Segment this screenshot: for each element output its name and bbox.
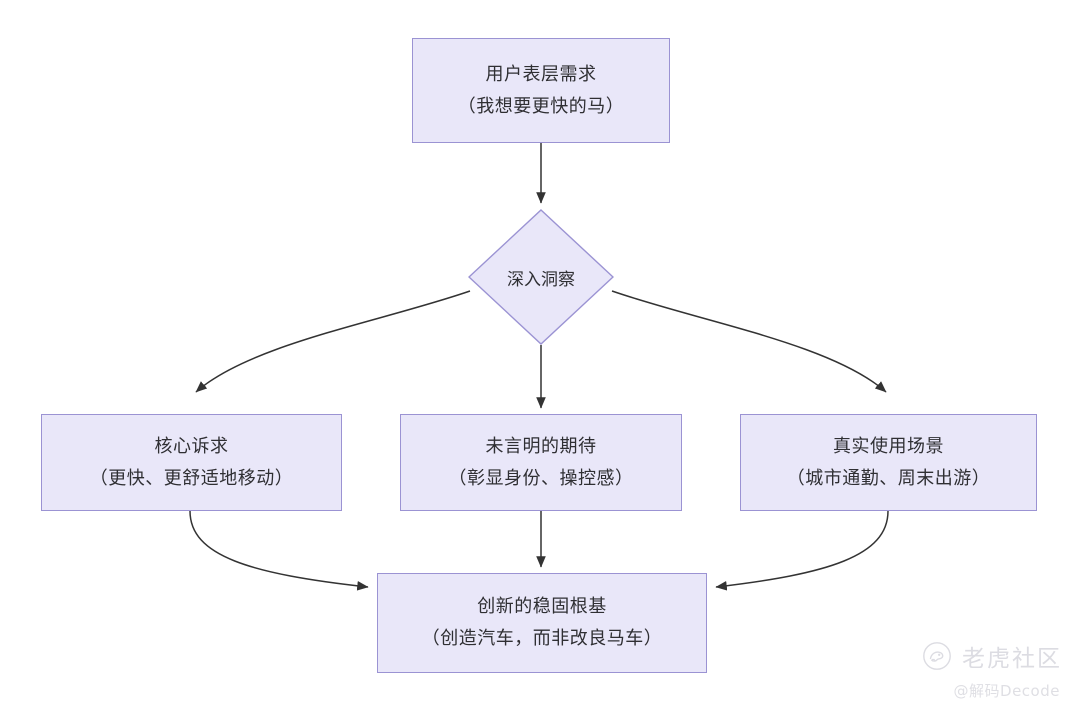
edge-core-appeal-to-innovation-foundation (189, 510, 369, 591)
node-deep-insight[interactable]: 深入洞察 (468, 209, 614, 345)
node-unspoken-expectation[interactable]: 未言明的期待 （彰显身份、操控感） (400, 414, 682, 511)
node-unspoken-expectation-line2: （彰显身份、操控感） (448, 467, 634, 489)
node-real-scenario[interactable]: 真实使用场景 （城市通勤、周末出游） (740, 414, 1037, 511)
edge-deep-insight-to-real-scenario (611, 290, 887, 393)
node-surface-need[interactable]: 用户表层需求 （我想要更快的马） (412, 38, 670, 143)
node-real-scenario-line1: 真实使用场景 (833, 435, 944, 457)
node-unspoken-expectation-line1: 未言明的期待 (485, 435, 597, 457)
edge-real-scenario-to-innovation-foundation (715, 510, 889, 591)
diamond-shape-icon (468, 209, 614, 345)
watermark-brand-text: 老虎社区 (962, 646, 1062, 672)
node-innovation-foundation-line1: 创新的稳固根基 (477, 596, 607, 617)
node-core-appeal-line1: 核心诉求 (154, 435, 229, 457)
node-real-scenario-line2: （城市通勤、周末出游） (786, 467, 991, 489)
tiger-logo-icon (923, 642, 951, 670)
node-surface-need-line1: 用户表层需求 (485, 63, 597, 85)
edge-deep-insight-to-core-appeal (195, 290, 471, 393)
watermark-handle-text: @解码Decode (953, 682, 1060, 700)
node-core-appeal[interactable]: 核心诉求 （更快、更舒适地移动） (41, 414, 342, 511)
node-innovation-foundation[interactable]: 创新的稳固根基 （创造汽车，而非改良马车） (377, 573, 707, 673)
watermark-brand-row: 老虎社区 (922, 639, 1062, 673)
node-innovation-foundation-line2: （创造汽车，而非改良马车） (421, 628, 663, 649)
node-surface-need-line2: （我想要更快的马） (457, 95, 625, 117)
node-deep-insight-label: 深入洞察 (507, 269, 575, 290)
watermark: 老虎社区 @解码Decode (922, 639, 1062, 701)
node-core-appeal-line2: （更快、更舒适地移动） (89, 467, 294, 489)
